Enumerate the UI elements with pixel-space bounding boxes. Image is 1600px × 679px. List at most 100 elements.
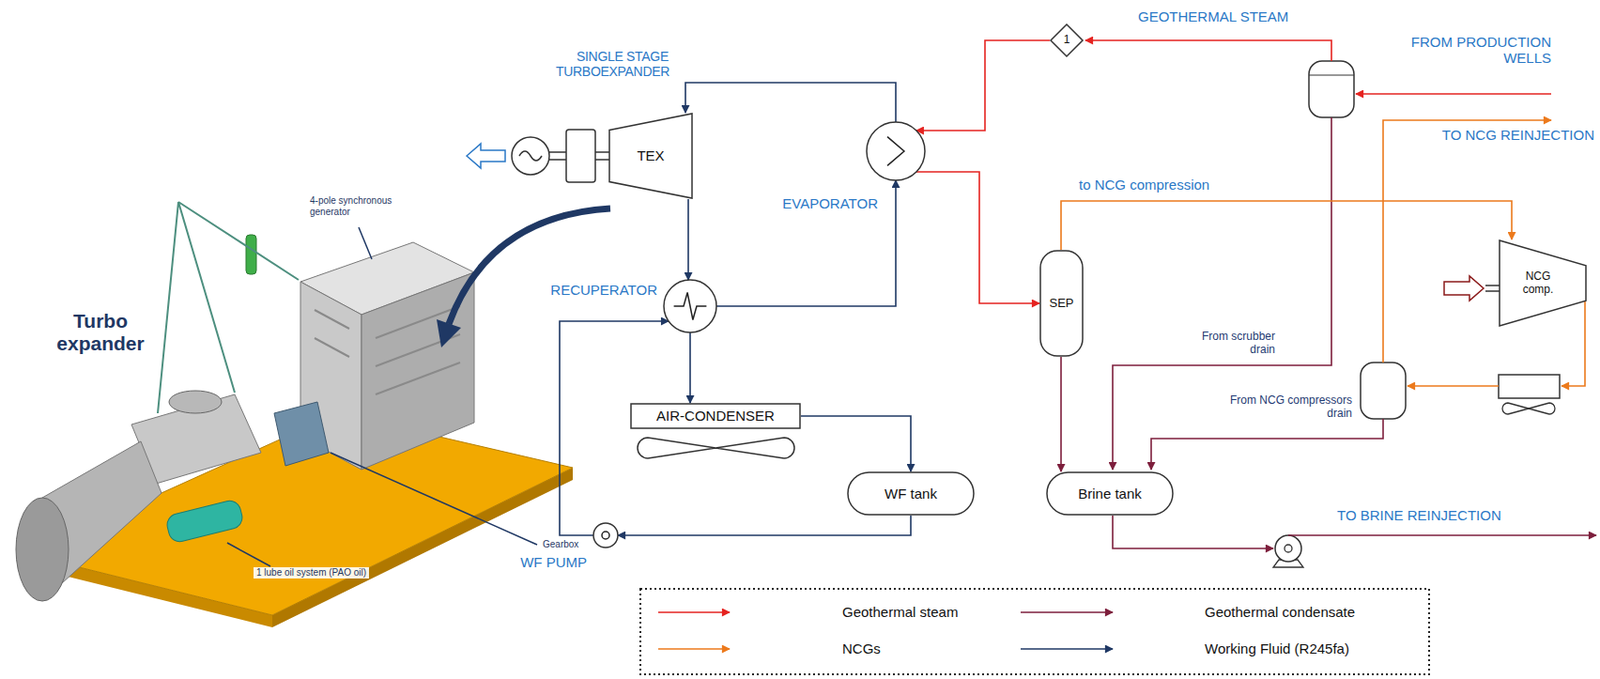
generator-panels bbox=[314, 306, 461, 395]
gearbox-body bbox=[274, 401, 329, 466]
condensate-line bbox=[1288, 534, 1597, 537]
condenser-box: AIR-CONDENSER bbox=[630, 402, 801, 430]
fan-symbol bbox=[1502, 402, 1555, 415]
edge-label: to NCG compression bbox=[1076, 176, 1212, 193]
pump-symbol: WF PUMP bbox=[592, 522, 619, 549]
symbol-mark bbox=[601, 531, 610, 539]
leader-line bbox=[330, 452, 538, 545]
pump-impeller bbox=[1284, 544, 1293, 553]
flow-connector bbox=[1061, 200, 1512, 250]
node-outline bbox=[865, 121, 926, 182]
node-label: RECUPERATOR bbox=[550, 281, 658, 298]
shaft bbox=[1485, 285, 1500, 292]
ncg-cooler bbox=[1498, 374, 1560, 399]
node-outline bbox=[593, 523, 618, 548]
flow-connector bbox=[687, 199, 690, 280]
flow-connector bbox=[800, 415, 911, 472]
generator-sine bbox=[519, 151, 542, 161]
node-label: AIR-CONDENSER bbox=[656, 407, 775, 424]
flow-connector bbox=[1060, 356, 1062, 472]
turbo-expander-illustration bbox=[15, 201, 611, 628]
node-outline bbox=[847, 472, 974, 515]
lube-bottle bbox=[246, 234, 257, 275]
node-outline bbox=[662, 278, 718, 334]
vessel-seam bbox=[1308, 75, 1354, 77]
node-label: SEP bbox=[1048, 296, 1074, 311]
turbine-flange bbox=[169, 390, 222, 414]
node-label: Brine tank bbox=[1077, 485, 1142, 502]
node-outline bbox=[1050, 24, 1083, 57]
flow-connector bbox=[685, 82, 896, 123]
ncg-drain-vessel bbox=[1360, 362, 1406, 419]
node-label: WF tank bbox=[884, 485, 938, 502]
flow-connector bbox=[716, 180, 896, 307]
generator-train bbox=[466, 129, 610, 183]
inlet-mouth bbox=[15, 497, 69, 601]
node-label: SINGLE STAGE TURBOEXPANDER bbox=[555, 48, 669, 79]
text-label: TO BRINE REINJECTION bbox=[1337, 507, 1502, 524]
symbol-mark bbox=[674, 292, 708, 321]
node-label: TEX bbox=[636, 147, 664, 164]
ncg-line bbox=[1561, 298, 1585, 386]
legend-sample bbox=[658, 647, 730, 650]
text-label: From scrubber drain bbox=[1190, 330, 1276, 357]
brine-pump bbox=[1275, 535, 1302, 562]
callout-diamond: 1 bbox=[1049, 23, 1084, 58]
steam-line bbox=[1355, 92, 1552, 95]
flow-connector bbox=[617, 515, 911, 536]
flow-connector bbox=[916, 171, 1040, 304]
node-outline bbox=[609, 113, 693, 199]
legend-text: Geothermal steam bbox=[842, 603, 958, 620]
legend-sample bbox=[658, 611, 730, 614]
node-outline bbox=[1046, 472, 1173, 515]
text-label: FROM PRODUCTION WELLS bbox=[1408, 33, 1552, 67]
leader-line bbox=[227, 542, 271, 567]
generator-symbol bbox=[511, 137, 550, 175]
symbol-mark bbox=[887, 137, 905, 167]
text-label: 1 lube oil system (PAO oil) bbox=[253, 567, 370, 579]
legend-text: Working Fluid (R245fa) bbox=[1204, 640, 1350, 657]
legend-sample bbox=[1020, 647, 1113, 650]
flow-connector bbox=[689, 332, 692, 403]
node-label: NCG comp. bbox=[1516, 270, 1560, 297]
flow-connector bbox=[916, 40, 1050, 131]
power-out-arrow bbox=[466, 143, 506, 169]
text-label: Turbo expander bbox=[51, 309, 150, 355]
callout-arrow-head bbox=[436, 319, 462, 348]
compressor-box: NCG comp. bbox=[1498, 239, 1587, 327]
turboexpander-box: SINGLE STAGE TURBOEXPANDERTEX bbox=[608, 112, 693, 200]
tank-box: WF tank bbox=[846, 471, 975, 516]
node-outline bbox=[630, 403, 800, 429]
text-label: 4-pole synchronous generator bbox=[309, 195, 404, 217]
condensate-line bbox=[1112, 117, 1332, 470]
lifting-cables bbox=[157, 201, 299, 414]
legend-text: Geothermal condensate bbox=[1204, 603, 1355, 620]
text-label: Gearbox bbox=[542, 538, 579, 551]
power-in-arrow bbox=[1444, 276, 1484, 301]
node-outline bbox=[1499, 240, 1586, 326]
separator-vessel: SEP bbox=[1039, 249, 1084, 357]
node-outline bbox=[866, 122, 925, 181]
text-label: From NCG compressors drain bbox=[1211, 394, 1353, 421]
tank-box: Brine tank bbox=[1046, 471, 1174, 516]
node-label: WF PUMP bbox=[520, 553, 587, 570]
node-label: 1 bbox=[1063, 33, 1071, 47]
scrubber-vessel bbox=[1308, 61, 1354, 118]
text-label: TO NCG REINJECTION bbox=[1433, 126, 1595, 143]
node-outline bbox=[592, 522, 619, 549]
gearbox-symbol bbox=[566, 129, 596, 183]
legend-box bbox=[640, 588, 1430, 675]
callout-arrow bbox=[448, 208, 611, 324]
condensate-line bbox=[1112, 515, 1274, 549]
condensate-line bbox=[1151, 418, 1384, 470]
steam-line bbox=[1085, 40, 1332, 62]
ncg-line bbox=[1383, 120, 1552, 363]
node-label: EVAPORATOR bbox=[782, 195, 878, 212]
node-outline bbox=[663, 279, 717, 333]
recuperator-symbol: RECUPERATOR bbox=[662, 278, 718, 334]
ncg-line bbox=[1407, 384, 1499, 387]
node-outline bbox=[1040, 250, 1083, 356]
